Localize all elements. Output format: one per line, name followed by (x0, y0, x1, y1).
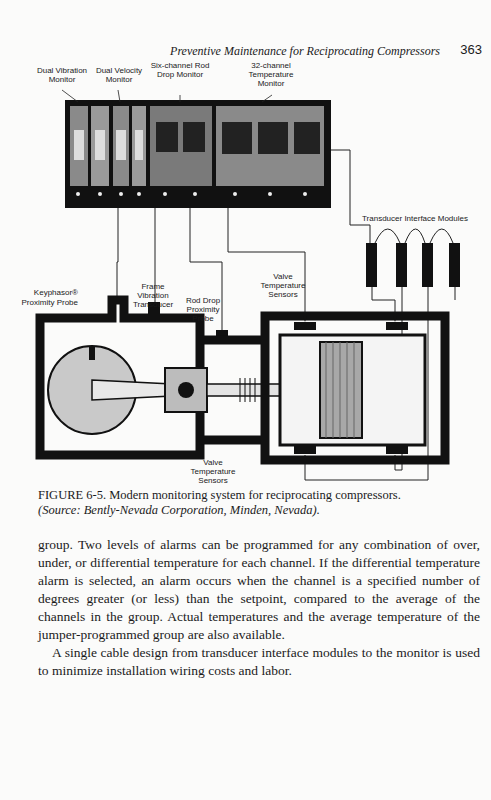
monitor-label: Six-channel Rod Drop Monitor (150, 61, 210, 79)
monitor-label: 32-channel Temperature Monitor (236, 61, 306, 88)
leader-lines (62, 90, 272, 317)
transducer-label: Frame Vibration Transducer (128, 282, 178, 309)
monitor-label: Dual Vibration Monitor (32, 66, 92, 84)
probe-label: Keyphasor® Proximity Probe (6, 288, 78, 307)
running-head: Preventive Maintenance for Reciprocating… (120, 44, 440, 58)
body-paragraph: A single cable design from transducer in… (38, 644, 480, 680)
monitor-rack (65, 100, 331, 208)
monitor-label: Dual Velocity Monitor (94, 66, 144, 84)
figure-caption: FIGURE 6-5. Modern monitoring system for… (38, 488, 484, 503)
body-paragraph: group. Two levels of alarms can be progr… (38, 536, 480, 644)
module-label: Transducer Interface Modules (350, 214, 480, 223)
probe-label: Rod Drop Proximity Probe (180, 296, 226, 323)
page-number: 363 (446, 43, 482, 57)
compressor (40, 300, 445, 460)
interface-modules (366, 243, 460, 287)
sensor-label: Valve Temperature Sensors (250, 272, 316, 299)
caption-source: (Source: Bently-Nevada Corporation, Mind… (38, 503, 478, 518)
sensor-label: Valve Temperature Sensors (180, 458, 246, 485)
